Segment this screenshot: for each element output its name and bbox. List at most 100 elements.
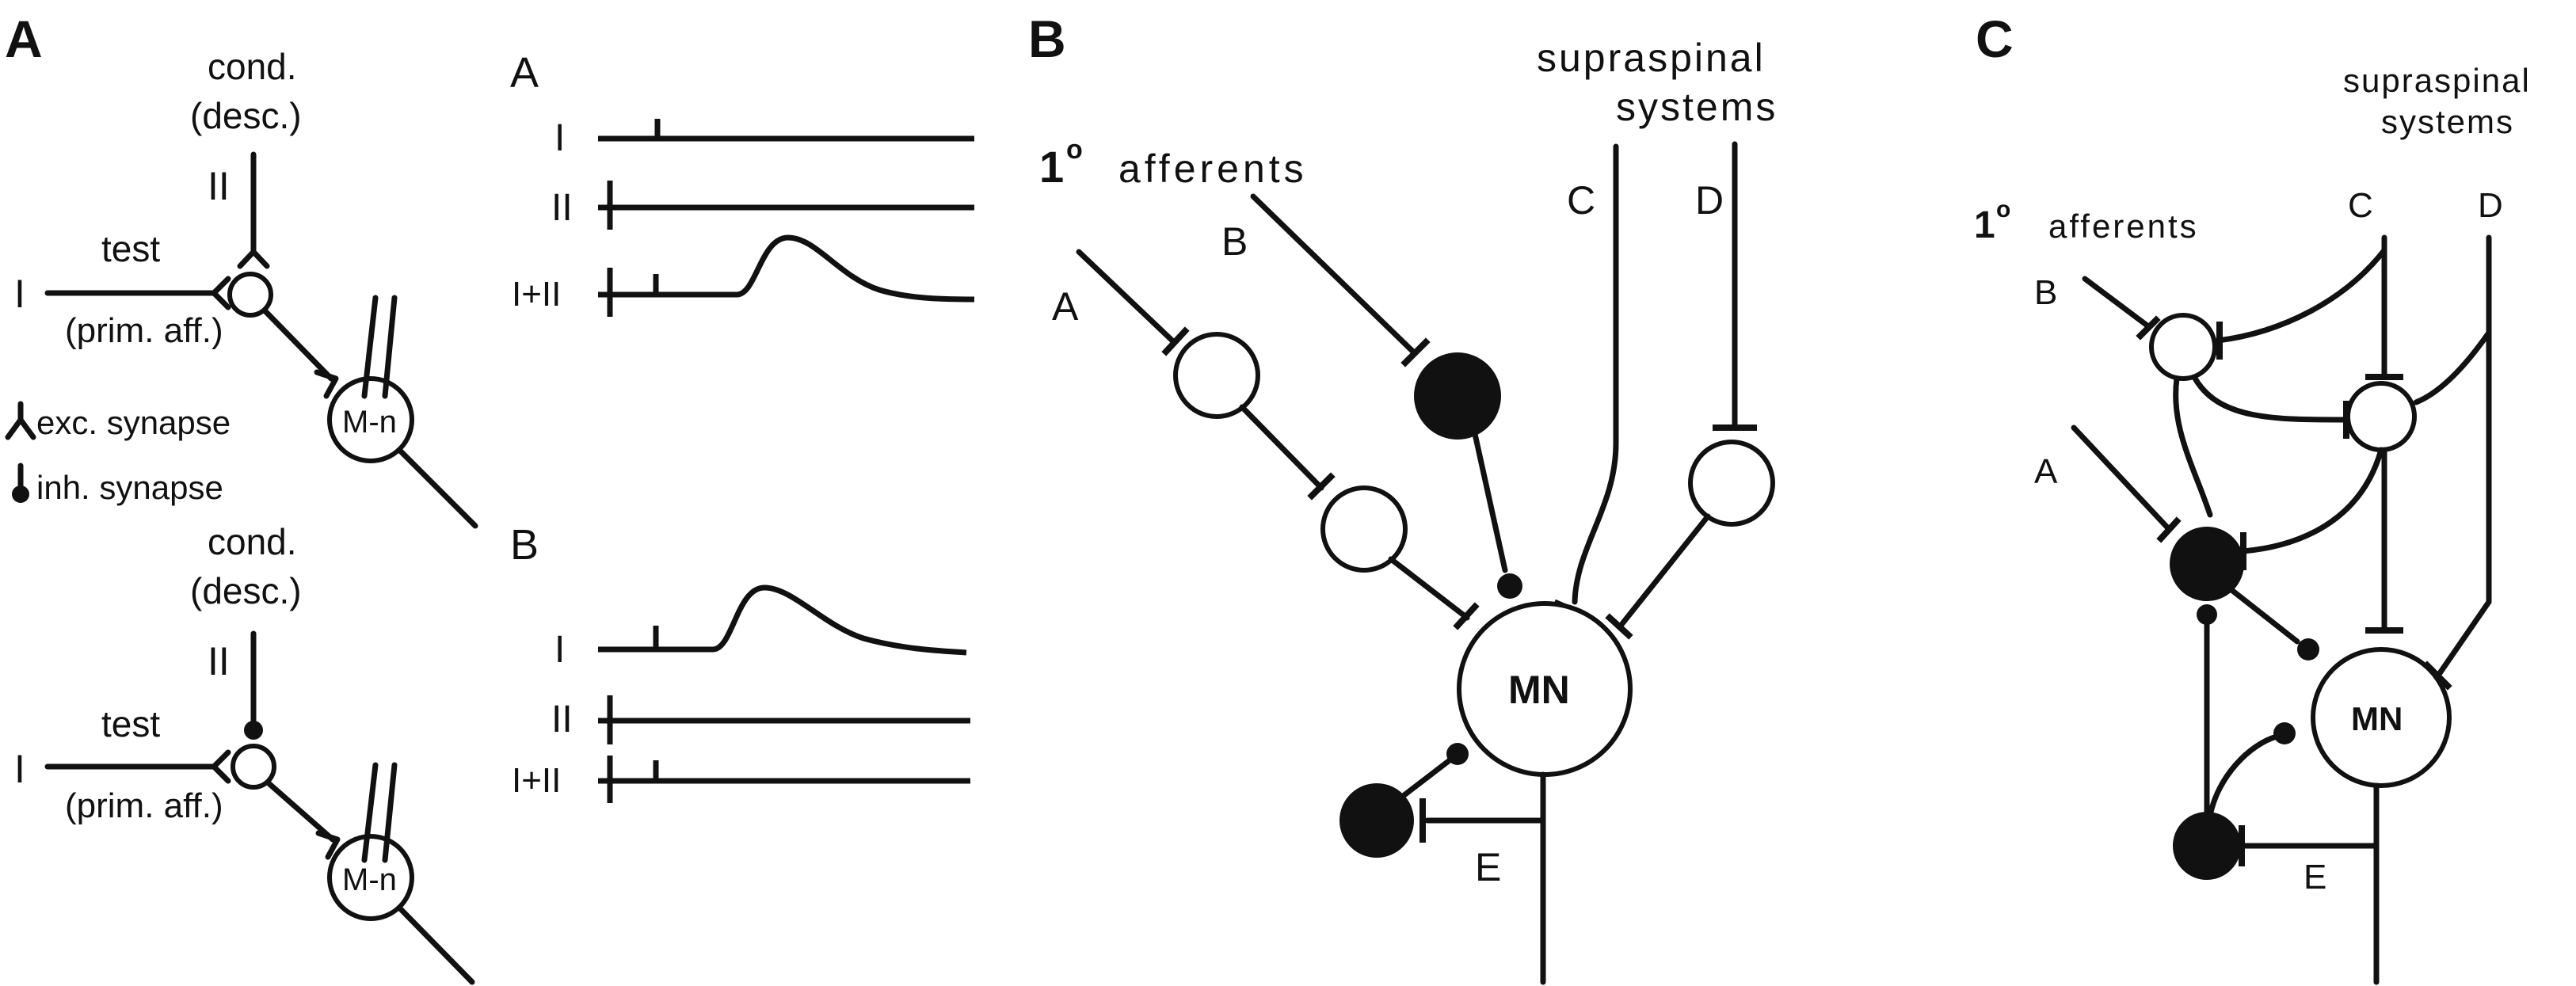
label-d-b: D — [1695, 178, 1724, 223]
interneuron-d-axon-b — [1618, 513, 1711, 629]
inh-synapse-label: inh. synapse — [36, 469, 223, 506]
afferents-superscript-b: o — [1066, 135, 1083, 165]
exc-synapse-label: exc. synapse — [36, 404, 231, 441]
mn-label-b: MN — [1508, 668, 1570, 712]
motoneuron-bottom — [327, 834, 414, 921]
panel-label-c: C — [1976, 10, 2014, 68]
trace-a-row-2 — [598, 181, 974, 230]
cond-label-top: cond. — [208, 46, 297, 87]
label-b-b: B — [1221, 219, 1248, 264]
supraspinal-fiber-c-b — [1572, 143, 1619, 605]
test-label-top: test — [101, 228, 160, 269]
supraspinal-fiber-d-c — [2413, 234, 2492, 676]
synapse-a-b — [1161, 326, 1190, 356]
int2-to-inhibitory-c — [2240, 447, 2384, 554]
inhibitory-axon-to-mn-c — [2227, 586, 2300, 645]
interneuron-1-b — [1173, 332, 1260, 419]
roman-2-bottom: II — [208, 639, 230, 683]
synapse-interneuron-2-b — [1307, 472, 1336, 501]
renshaw-inh-synapse-b — [1446, 743, 1469, 765]
systems-label-c: systems — [2381, 103, 2514, 140]
synapse-mn-from-d-b — [1605, 613, 1633, 640]
interneuron-axon-top — [261, 307, 334, 382]
afferent-fiber-b-b — [1250, 193, 1418, 356]
afferent-fiber-a-c — [2071, 424, 2172, 532]
int1-to-int2-c — [2191, 374, 2349, 423]
afferents-label-c: afferents — [2048, 207, 2199, 245]
renshaw-axon-b — [1399, 757, 1453, 800]
interneuron-axon-bottom — [265, 779, 336, 843]
afferent-fiber-a-b — [1076, 249, 1177, 345]
synapse-b-c — [2136, 315, 2161, 341]
label-a-b: A — [1052, 284, 1079, 329]
trace-b-row-2 — [598, 695, 970, 744]
panel-label-b: B — [1028, 10, 1066, 68]
traces-b-title: B — [510, 521, 539, 569]
mn-label-top: M-n — [342, 405, 397, 440]
inhibitory-interneuron-axon-b — [1472, 431, 1508, 573]
interneuron-1-c — [2149, 313, 2217, 381]
label-e-b: E — [1475, 845, 1501, 889]
exc-synapse-test-top — [211, 276, 231, 310]
interneuron-1-axon-b — [1239, 404, 1324, 491]
roman-2-top: II — [208, 164, 230, 208]
mn-axon-top — [396, 447, 478, 529]
desc-label-top: (desc.) — [190, 95, 302, 136]
roman-1-bottom: I — [14, 747, 25, 791]
panel-a-top-schematic: cond. (desc.) II test I (prim. aff.) M-n — [14, 46, 478, 529]
traces-a-title: A — [510, 49, 539, 97]
renshaw-inh-synapse-c — [2273, 722, 2296, 744]
synapse-a-c — [2156, 516, 2182, 543]
interneuron-top — [227, 272, 273, 318]
motoneuron-c — [2311, 647, 2452, 788]
int1-to-inhibitory-c — [2173, 375, 2213, 518]
afferents-superscript-c: o — [1996, 196, 2010, 223]
interneuron-2-b — [1320, 485, 1408, 573]
traces-a: A I II I+II — [510, 49, 975, 317]
microelectrode-top — [361, 295, 398, 399]
supraspinal-label-c: supraspinal — [2343, 62, 2531, 99]
afferents-number-c: 1 — [1974, 204, 1995, 246]
prim-aff-label-top: (prim. aff.) — [65, 311, 223, 350]
trace-b-row-1-label: I — [554, 629, 565, 671]
exc-synapse-test-bottom — [211, 749, 231, 784]
prim-aff-label-bottom: (prim. aff.) — [65, 786, 223, 825]
mn-label-bottom: M-n — [342, 862, 397, 897]
exc-synapse-icon — [5, 401, 36, 440]
trace-a-row-3-label: I+II — [512, 275, 561, 314]
inh-synapse-on-mn-c — [2297, 638, 2319, 661]
exc-synapse-mn-top — [314, 369, 339, 399]
label-a-c: A — [2034, 452, 2058, 491]
renshaw-cell-b — [1339, 783, 1414, 858]
panel-b-circuit: supraspinal systems 1 o afferents A B C … — [1039, 36, 1775, 985]
inh-synapse-on-renshaw-c — [2197, 604, 2217, 625]
mn-axon-bottom — [396, 904, 475, 985]
interneuron-2-axon-b — [1388, 556, 1470, 621]
afferent-fiber-b-c — [2082, 276, 2151, 329]
trace-a-row-2-label: II — [551, 187, 573, 229]
test-label-bottom: test — [101, 703, 160, 744]
roman-1-top: I — [14, 272, 25, 316]
synapse-mn-from-2-b — [1453, 602, 1480, 630]
trace-b-row-2-label: II — [551, 699, 573, 740]
label-c-b: C — [1567, 178, 1595, 223]
synapse-legend: exc. synapse inh. synapse — [5, 401, 231, 506]
renshaw-axon-c — [2207, 733, 2280, 819]
mn-label-c: MN — [2351, 700, 2403, 737]
afferents-number-b: 1 — [1039, 142, 1064, 192]
cond-label-bottom: cond. — [208, 521, 297, 562]
motoneuron-top — [327, 376, 414, 463]
label-d-c: D — [2478, 186, 2503, 225]
traces-b: B I II I+II — [510, 521, 970, 803]
supraspinal-label-b: supraspinal — [1537, 36, 1766, 80]
trace-b-row-3-label: I+II — [512, 761, 561, 800]
interneuron-2-c — [2345, 381, 2417, 452]
inh-synapse-cond-bottom — [244, 721, 263, 740]
inh-synapse-icon — [12, 485, 29, 503]
label-b-c: B — [2034, 273, 2057, 312]
inh-synapse-on-mn-b — [1497, 573, 1522, 599]
panel-label-a: A — [5, 10, 43, 68]
trace-a-row-1 — [598, 119, 974, 142]
afferents-label-b: afferents — [1118, 147, 1308, 191]
